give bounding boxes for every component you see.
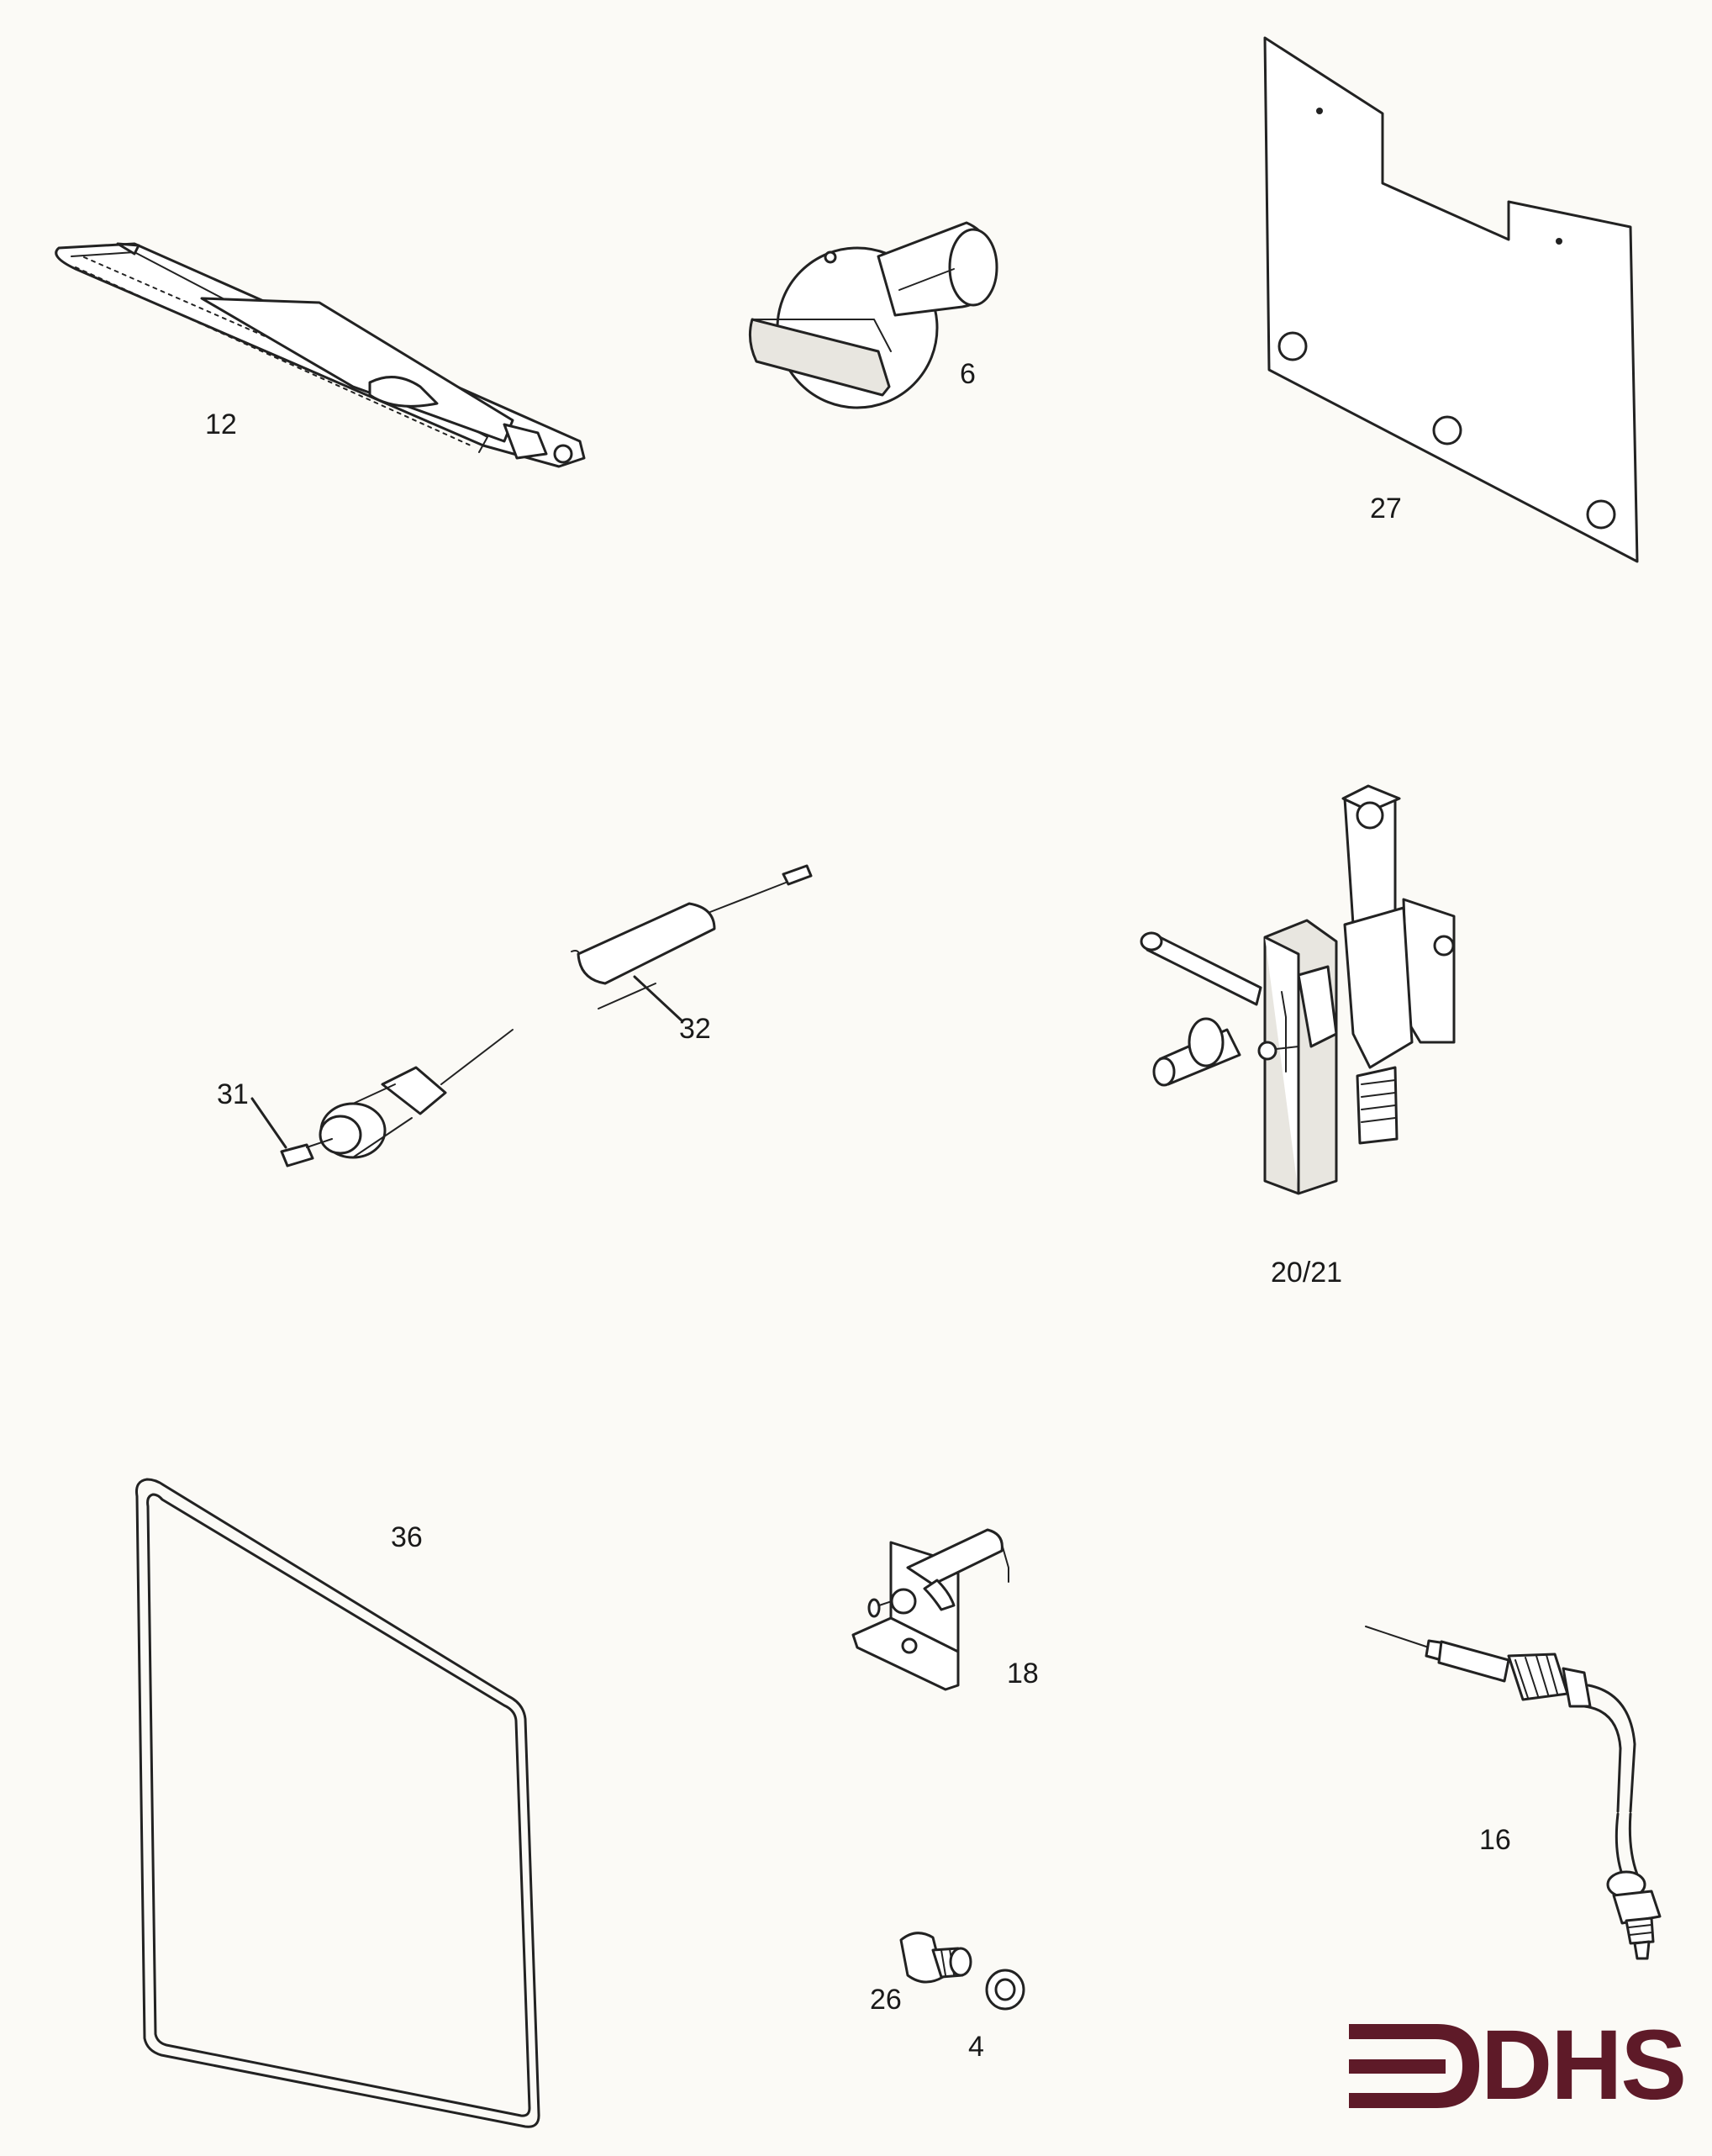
part-label-31: 31 <box>217 1078 249 1110</box>
plate-part-27 <box>1263 36 1639 563</box>
burner-part-12 <box>55 242 586 468</box>
part-label-26: 26 <box>870 1984 902 2016</box>
part-label-32: 32 <box>679 1013 711 1045</box>
gasket-part-36 <box>135 1478 540 2128</box>
part-label-6: 6 <box>960 358 976 390</box>
part-label-20-21: 20/21 <box>1271 1257 1343 1289</box>
part-label-4: 4 <box>968 2031 984 2063</box>
part-label-27: 27 <box>1370 493 1402 525</box>
part-label-36: 36 <box>391 1521 423 1553</box>
pilot-bracket-part-18 <box>851 1528 1009 1691</box>
gas-valve-part-20-21 <box>1140 784 1456 1195</box>
part-label-18: 18 <box>1007 1658 1039 1689</box>
sleeve-part-32 <box>571 864 813 1023</box>
dhs-logo-text: DHS <box>1481 2010 1687 2121</box>
knob-part-6 <box>748 221 998 409</box>
electrode-part-31 <box>250 1029 514 1168</box>
thermocouple-part-16 <box>1365 1626 1662 1960</box>
dhs-logo-mark <box>1349 2024 1479 2108</box>
washer-part-4 <box>985 1969 1025 2011</box>
part-label-12: 12 <box>205 409 237 440</box>
part-label-16: 16 <box>1479 1824 1511 1856</box>
injector-part-26 <box>899 1932 972 1984</box>
